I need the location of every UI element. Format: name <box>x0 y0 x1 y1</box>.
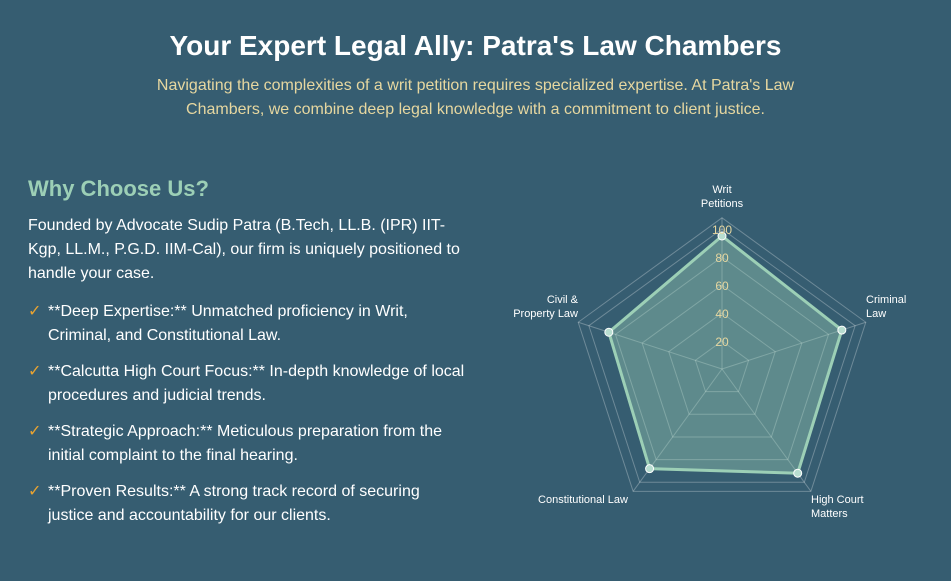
grid-ring <box>668 312 776 415</box>
axis-label-line: Law <box>866 308 886 320</box>
data-area <box>607 234 844 475</box>
data-point <box>837 325 847 335</box>
why-choose-us-section: Why Choose Us? Founded by Advocate Sudip… <box>28 176 468 540</box>
list-item-text: **Strategic Approach:** Meticulous prepa… <box>48 423 442 464</box>
tick-label: 40 <box>715 307 729 321</box>
list-item: ✓ **Calcutta High Court Focus:** In-depth… <box>28 360 468 408</box>
list-item: ✓ **Proven Results:** A strong track reco… <box>28 480 468 528</box>
axis-label-line: Constitutional Law <box>538 494 628 506</box>
page-subtitle: Navigating the complexities of a writ pe… <box>156 77 795 118</box>
axis-label-line: Criminal <box>866 294 906 306</box>
tick-label: 100 <box>712 223 732 237</box>
list-item: ✓ **Strategic Approach:** Meticulous prep… <box>28 420 468 468</box>
tick-label: 20 <box>715 335 729 349</box>
axis-label-line: Civil & <box>547 294 579 306</box>
check-icon: ✓ <box>28 363 42 380</box>
section-heading: Why Choose Us? <box>28 176 209 201</box>
page-title: Your Expert Legal Ally: Patra's Law Cham… <box>169 30 782 61</box>
check-icon: ✓ <box>28 303 42 320</box>
axis-label-line: Petitions <box>701 198 744 210</box>
axis-label: Constitutional Law <box>538 494 628 506</box>
grid-ring <box>614 256 830 461</box>
grid-ring <box>694 340 750 393</box>
axis-label: Civil & Property Law <box>513 294 578 320</box>
data-point <box>793 468 803 478</box>
list-item: ✓ **Deep Expertise:** Unmatched proficien… <box>28 300 468 348</box>
data-point <box>645 464 655 474</box>
data-point <box>604 327 614 337</box>
axis-label-line: Property Law <box>513 308 578 320</box>
tick-label: 80 <box>715 251 729 265</box>
grid-ring <box>641 284 803 438</box>
grid-ring <box>588 228 856 483</box>
intro-text: Founded by Advocate Sudip Patra (B.Tech,… <box>28 217 460 282</box>
list-item-text: **Proven Results:** A strong track recor… <box>48 483 420 524</box>
grid-spoke <box>578 321 723 370</box>
grid-ring <box>577 217 867 492</box>
check-icon: ✓ <box>28 423 42 440</box>
axis-label-line: Writ <box>712 184 731 196</box>
benefits-list: ✓ **Deep Expertise:** Unmatched proficien… <box>28 300 468 528</box>
tick-label: 60 <box>715 279 729 293</box>
list-item-text: **Calcutta High Court Focus:** In-depth … <box>48 363 465 404</box>
check-icon: ✓ <box>28 483 42 500</box>
list-item-text: **Deep Expertise:** Unmatched proficienc… <box>48 303 408 344</box>
axis-label-line: Matters <box>811 508 848 520</box>
data-point <box>717 231 727 241</box>
axis-label-line: High Court <box>811 494 864 506</box>
